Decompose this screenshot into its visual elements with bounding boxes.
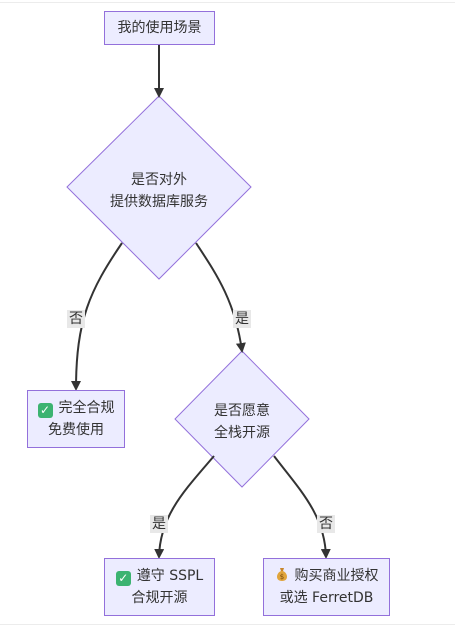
edge-decision1-yes: [195, 242, 246, 353]
free-use-node: ✓ 完全合规 免费使用: [27, 390, 125, 448]
decision-diamond-shape-2: [174, 350, 310, 488]
edge-label-d1-yes: 是: [233, 310, 251, 328]
free-use-line-2: 免费使用: [48, 422, 104, 438]
check-mark-icon: ✓: [115, 571, 131, 586]
bottom-border: [0, 624, 455, 625]
sspl-line-1-text: 遵守 SSPL: [136, 568, 204, 584]
commercial-line-1: $ 购买商业授权: [275, 565, 379, 587]
svg-text:$: $: [279, 573, 283, 581]
check-mark-icon: ✓: [37, 403, 53, 418]
edge-label-d2-no: 否: [317, 515, 335, 533]
edge-decision1-no: [71, 242, 123, 391]
commercial-line-1-text: 购买商业授权: [294, 568, 379, 584]
decision-diamond-shape-1: [66, 95, 252, 280]
commercial-node: $ 购买商业授权 或选 FerretDB: [263, 558, 390, 616]
sspl-line-1: ✓ 遵守 SSPL: [115, 565, 204, 587]
free-use-line-1: ✓ 完全合规: [37, 397, 115, 419]
decision-1-label: 是否对外 提供数据库服务: [110, 169, 208, 213]
decision-2-line-1: 是否愿意: [214, 403, 270, 419]
commercial-line-2: 或选 FerretDB: [279, 590, 374, 606]
sspl-line-2: 合规开源: [131, 590, 188, 606]
top-border: [0, 2, 455, 3]
decision-2-label: 是否愿意 全栈开源: [214, 400, 270, 444]
start-node-label: 我的使用场景: [117, 20, 202, 36]
money-bag-icon: $: [276, 568, 287, 581]
start-node: 我的使用场景: [104, 11, 215, 45]
sspl-node: ✓ 遵守 SSPL 合规开源: [104, 558, 215, 616]
free-use-line-1-text: 完全合规: [58, 400, 115, 416]
decision-1-line-2: 提供数据库服务: [110, 194, 208, 210]
decision-1-line-1: 是否对外: [131, 172, 187, 188]
edge-label-d2-yes: 是: [150, 515, 168, 533]
decision-2-line-2: 全栈开源: [214, 425, 270, 441]
edge-label-d1-no: 否: [67, 310, 85, 328]
edge-decision2-yes: [154, 455, 215, 559]
edge-decision2-no: [273, 455, 331, 559]
